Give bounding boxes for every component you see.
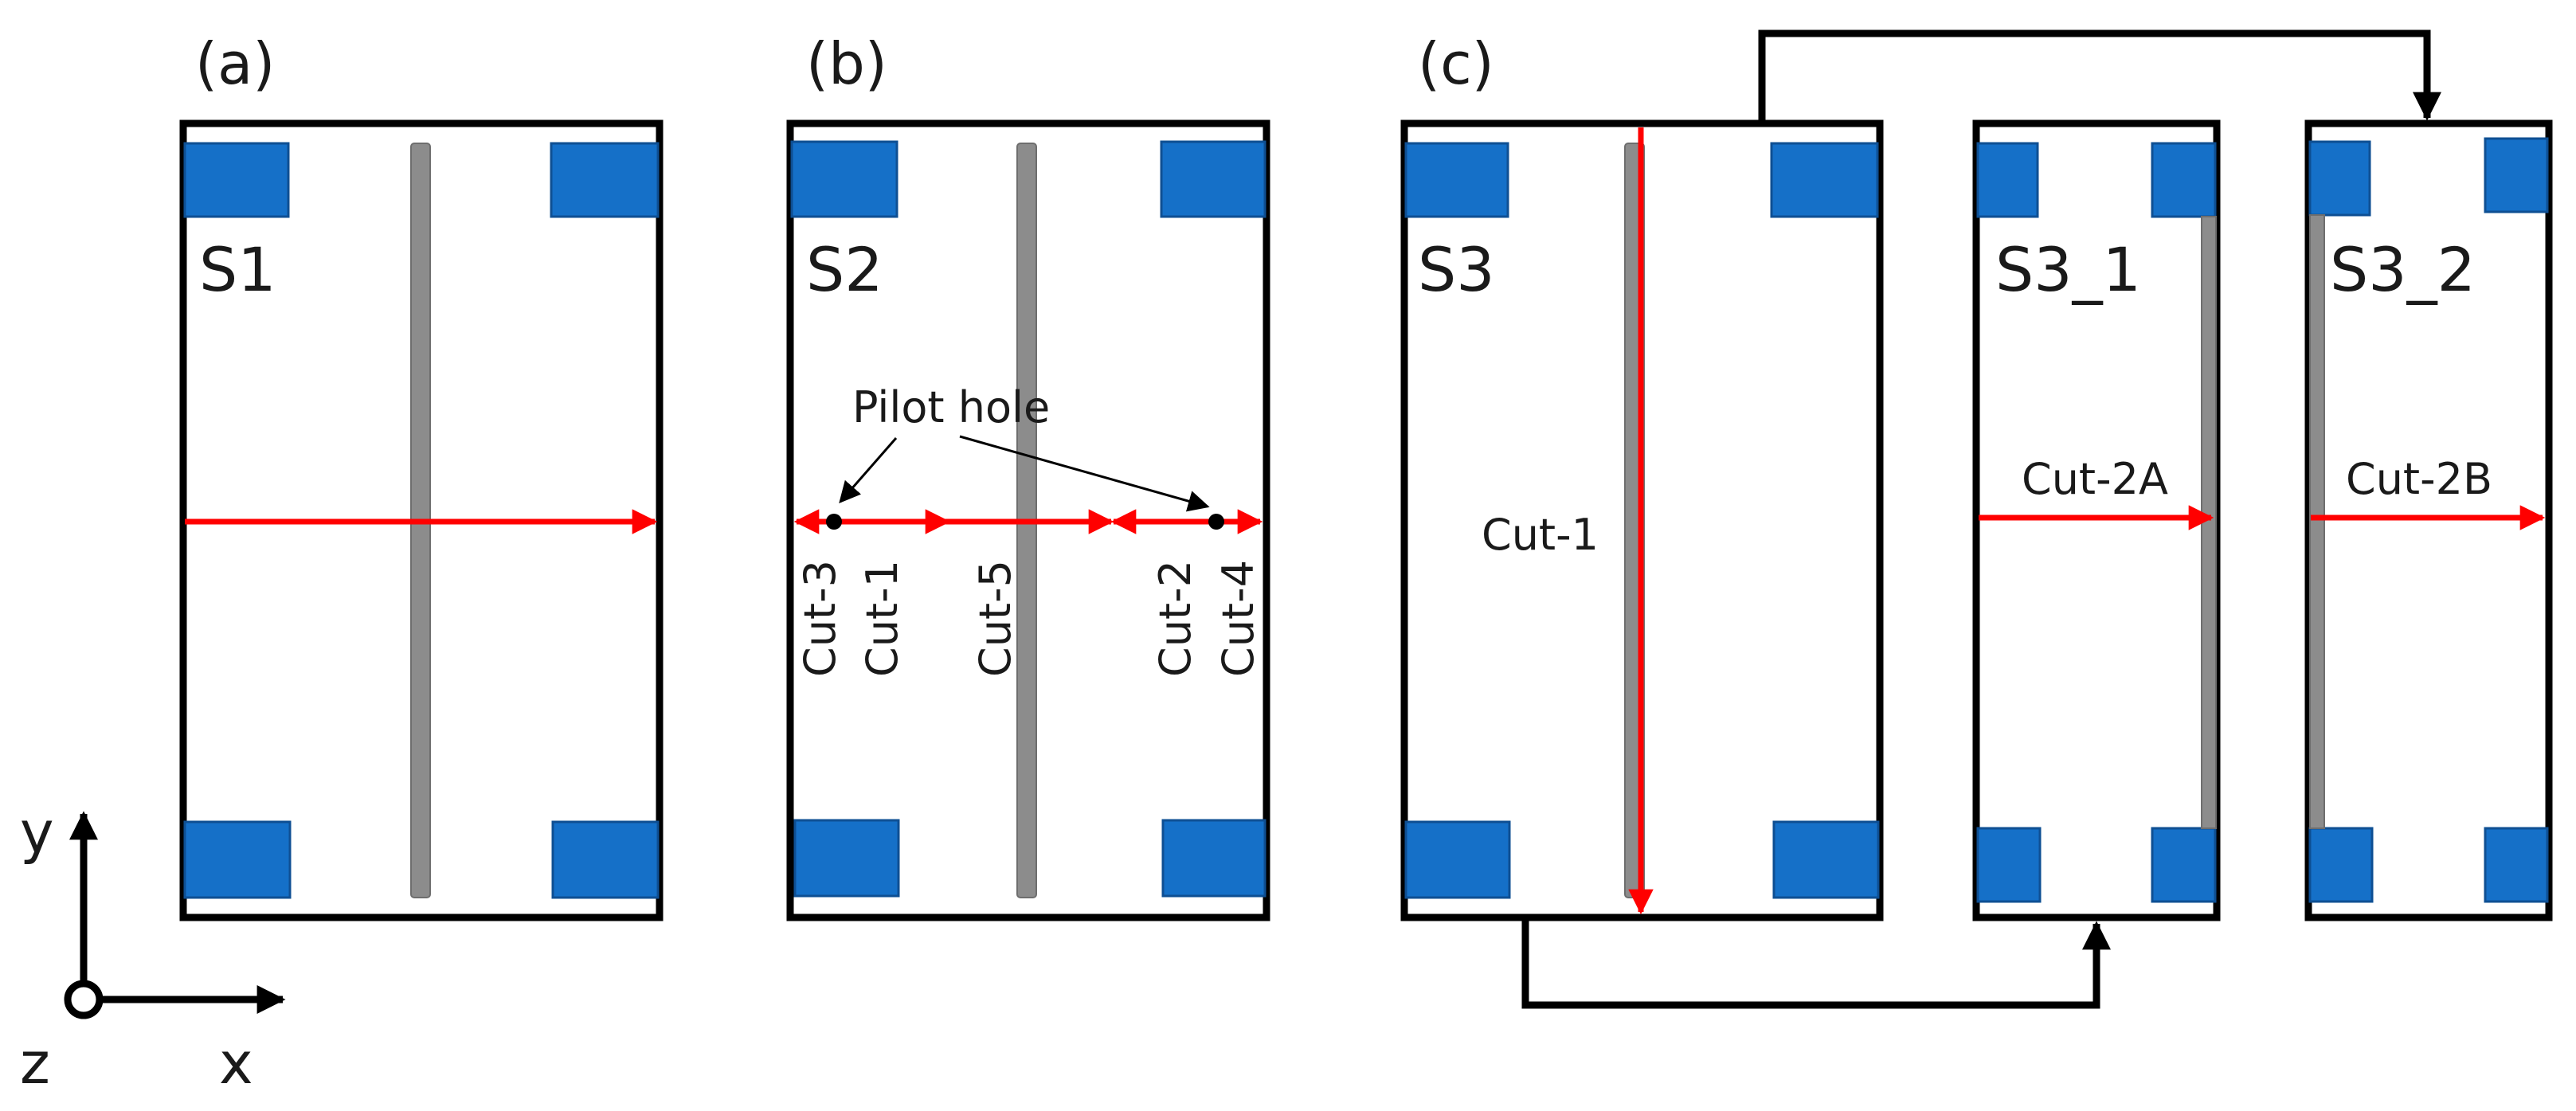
pad-bottom-right (2151, 827, 2217, 903)
flow-arrow-to-s3-2 (1758, 29, 2441, 123)
pad-bottom-right (2484, 827, 2549, 903)
panel-c: (c) S3 Cut-1 S3_1 Cut-2A S3_2 Cut-2B (1400, 29, 2553, 1009)
pad-bottom-left (2308, 827, 2374, 903)
pad-top-left (183, 142, 290, 218)
pad-top-right (2151, 142, 2217, 218)
cut-1-label: Cut-1 (857, 560, 907, 677)
pad-bottom-left (1404, 820, 1511, 899)
specimen-s3-label: S3 (1418, 234, 1495, 305)
pad-bottom-right (1161, 819, 1266, 898)
coordinate-axes: y x z (20, 799, 286, 1097)
x-axis-label: x (219, 1030, 253, 1097)
cut-3-label: Cut-3 (795, 560, 845, 677)
panel-b-label: (b) (806, 30, 887, 97)
z-axis-out-of-page-icon (64, 980, 104, 1019)
pad-bottom-left (1976, 827, 2042, 903)
panel-a-label: (a) (195, 30, 275, 97)
pilot-hole-left (826, 514, 842, 530)
pad-bottom-right (551, 820, 660, 899)
cut-2a-label: Cut-2A (2022, 454, 2168, 504)
pad-bottom-right (1772, 820, 1880, 899)
pilot-hole-label: Pilot hole (852, 382, 1050, 432)
pad-top-right (2484, 137, 2549, 213)
pad-top-right (1160, 140, 1266, 218)
z-axis-label: z (20, 1030, 50, 1097)
cut-4-label: Cut-4 (1213, 560, 1263, 677)
flow-arrow-to-s3-1 (1521, 917, 2111, 1009)
panel-b: (b) S2 Pilot hole Cut-3 Cut-1 Cut-5 Cut-… (786, 30, 1270, 921)
specimen-s3-1-label: S3_1 (1995, 234, 2141, 305)
y-axis-label: y (20, 799, 54, 866)
pad-top-right (1770, 142, 1879, 218)
pad-top-left (1976, 142, 2039, 218)
pad-bottom-left (183, 820, 292, 899)
pad-top-left (1404, 142, 1509, 218)
pilot-hole-right (1208, 514, 1224, 530)
pad-top-right (550, 142, 660, 218)
pilot-hole-leader-right (959, 435, 1210, 512)
specimen-s2-label: S2 (806, 234, 883, 305)
specimen-s1-label: S1 (199, 234, 276, 305)
pad-top-left (2308, 140, 2371, 217)
cut-1-label: Cut-1 (1482, 510, 1599, 560)
cut-2-label: Cut-2 (1150, 560, 1200, 677)
cut-2b-label: Cut-2B (2346, 454, 2492, 504)
pilot-hole-leader-left (839, 437, 898, 504)
panel-c-label: (c) (1418, 30, 1494, 97)
cut-5-label: Cut-5 (970, 560, 1020, 677)
pad-top-left (790, 140, 898, 218)
pad-bottom-left (793, 819, 900, 898)
rod-half (2201, 216, 2217, 829)
specimen-s3-2-label: S3_2 (2330, 234, 2476, 305)
rod-half (2309, 214, 2325, 829)
panel-a: (a) S1 (179, 30, 664, 921)
